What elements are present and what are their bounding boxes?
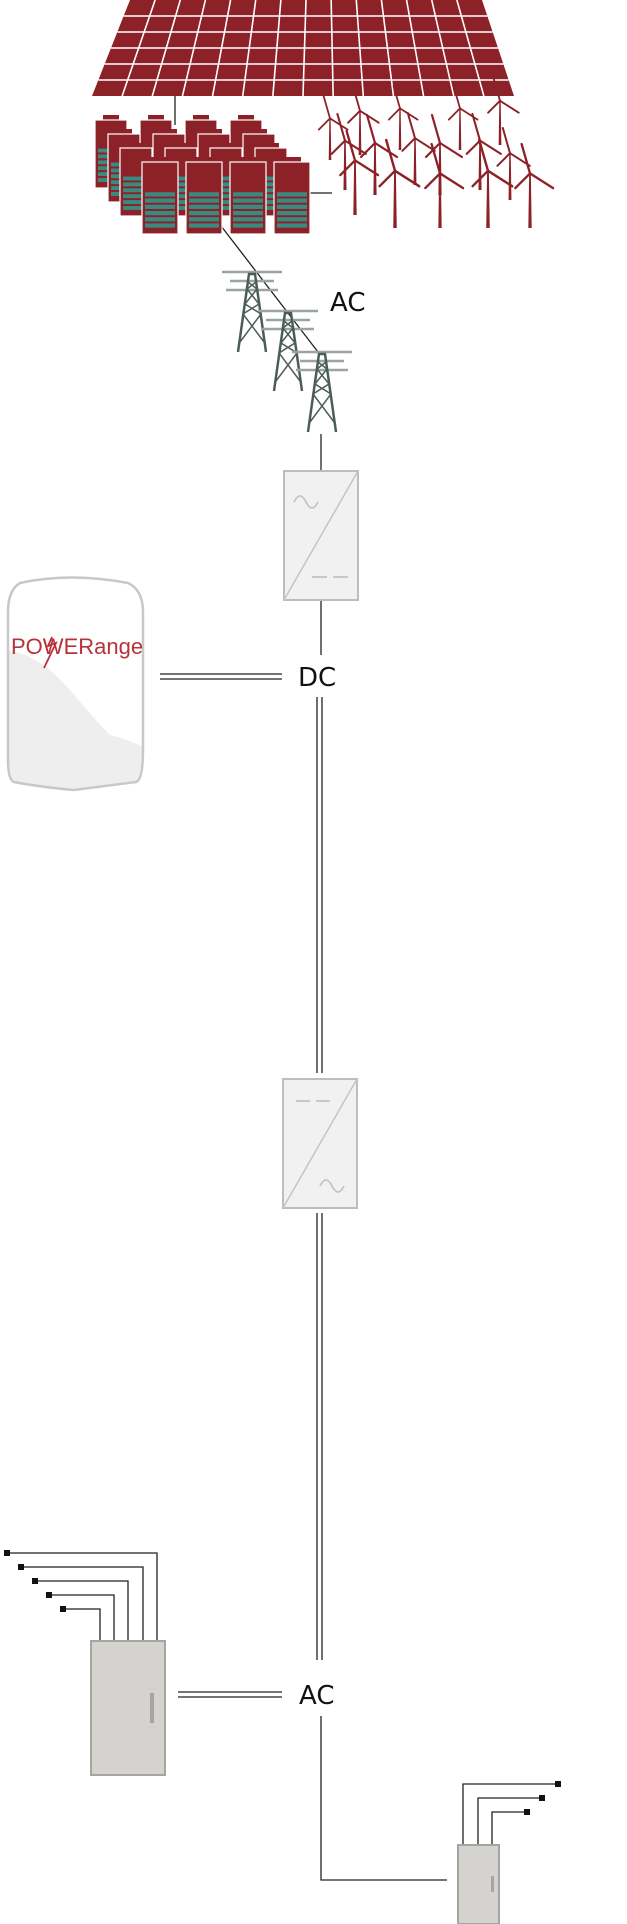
sub-panel-icon <box>457 1781 561 1924</box>
dc-label: DC <box>298 663 336 693</box>
solar-panel-icon <box>92 0 514 97</box>
ac-label-bottom: AC <box>299 1681 334 1711</box>
wind-turbines-icon <box>317 76 555 228</box>
battery-bank-icon <box>94 115 311 235</box>
wires <box>160 94 447 1881</box>
ac-label-top: AC <box>330 288 365 318</box>
distribution-panel-icon <box>4 1550 166 1776</box>
home-battery-icon: POWERange <box>6 576 145 792</box>
ac-dc-converter-icon <box>283 470 359 601</box>
transmission-tower-icon <box>222 270 352 433</box>
dc-ac-inverter-icon <box>282 1078 358 1209</box>
brand-logo: POWERange <box>11 634 143 659</box>
